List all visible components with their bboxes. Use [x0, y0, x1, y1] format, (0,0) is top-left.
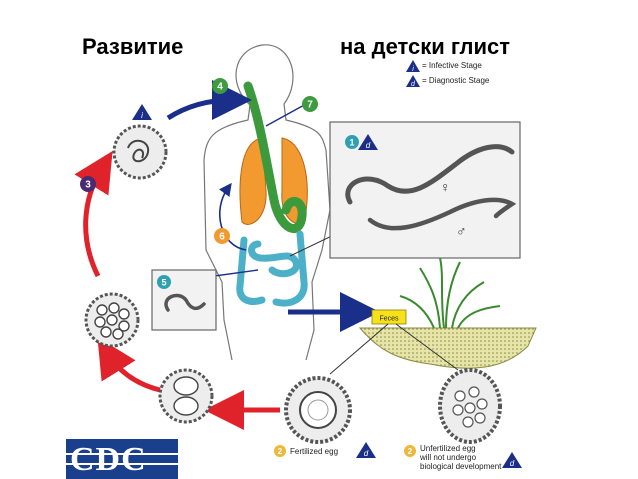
svg-text:2: 2 [408, 447, 413, 456]
slide-title-left: Развитие [82, 34, 184, 59]
svg-text:7: 7 [307, 100, 313, 111]
svg-text:i: i [141, 111, 143, 120]
unfertilized-egg-label: Unfertilized egg will not undergo biolog… [420, 444, 532, 479]
diagnostic-marker-adult: d [358, 134, 378, 150]
egg-embryonated [84, 292, 140, 348]
male-symbol: ♂ [456, 223, 467, 239]
arrow-egg-to-step3 [97, 337, 161, 393]
svg-text:3: 3 [85, 180, 91, 191]
cdc-logo-text: CDC [70, 441, 147, 478]
step-1-badge: 1 [345, 135, 359, 149]
unfertilized-line-2: will not undergo [420, 453, 477, 462]
svg-text:d: d [510, 459, 515, 468]
svg-text:d: d [366, 141, 371, 150]
pointer-fertilized [329, 323, 389, 375]
legend: i = Infective Stage d = Diagnostic Stage [406, 58, 489, 88]
slide-title-right: на детски глист [340, 34, 511, 59]
svg-text:i: i [412, 66, 414, 72]
infective-marker-egg: i [132, 104, 152, 120]
svg-text:6: 6 [219, 232, 225, 243]
svg-text:5: 5 [161, 278, 166, 288]
egg-fertilized [284, 376, 352, 444]
lungs-left [239, 137, 267, 225]
diagnostic-marker-fertilized: d [356, 442, 376, 458]
unfertilized-line-1: Unfertilized egg [420, 444, 476, 453]
female-symbol: ♀ [440, 179, 451, 195]
step-3-badge: 3 [80, 176, 96, 192]
unfertilized-line-3: biological development [420, 462, 502, 471]
larva [164, 293, 206, 312]
legend-diagnostic-label: = Diagnostic Stage [422, 76, 490, 85]
arrow-ingestion [166, 80, 252, 121]
grass [399, 257, 501, 329]
intestine [236, 230, 308, 307]
diagnostic-marker-unfertilized: d [502, 452, 522, 468]
svg-text:4: 4 [217, 82, 223, 93]
egg-unfertilized [438, 368, 502, 444]
step-5-badge: 5 [157, 275, 171, 289]
svg-text:d: d [411, 81, 416, 87]
svg-text:d: d [364, 449, 369, 458]
pointer-step7 [265, 103, 307, 127]
infective-marker-icon: i [406, 59, 420, 72]
legend-infective-label: = Infective Stage [422, 61, 482, 70]
esophagus [243, 81, 307, 233]
soil [358, 327, 537, 369]
human-body-outline [203, 44, 331, 361]
legend-diagnostic: d = Diagnostic Stage [406, 73, 489, 88]
step-2a-badge: 2 [274, 445, 286, 457]
arrow-lung-migration [219, 182, 247, 251]
feces-label: Feces [379, 316, 399, 323]
step-4-badge: 4 [212, 78, 228, 94]
egg-infective [112, 124, 168, 180]
adult-worm-female [345, 144, 515, 205]
fertilized-egg-label: Fertilized egg [290, 447, 339, 456]
pointer-unfertilized [395, 323, 459, 371]
legend-infective: i = Infective Stage [406, 58, 489, 73]
adult-worm-male [367, 197, 517, 231]
egg-two-cell [158, 368, 214, 424]
step-7-badge: 7 [302, 96, 318, 112]
svg-text:1: 1 [349, 138, 354, 148]
arrow-step3-to-step4 [74, 151, 113, 278]
step-2b-badge: 2 [404, 445, 416, 457]
svg-text:2: 2 [278, 447, 283, 456]
cdc-logo: CDC [66, 439, 178, 479]
diagnostic-marker-icon: d [406, 74, 420, 87]
feces-label-box [371, 309, 407, 325]
step-6-badge: 6 [214, 228, 230, 244]
